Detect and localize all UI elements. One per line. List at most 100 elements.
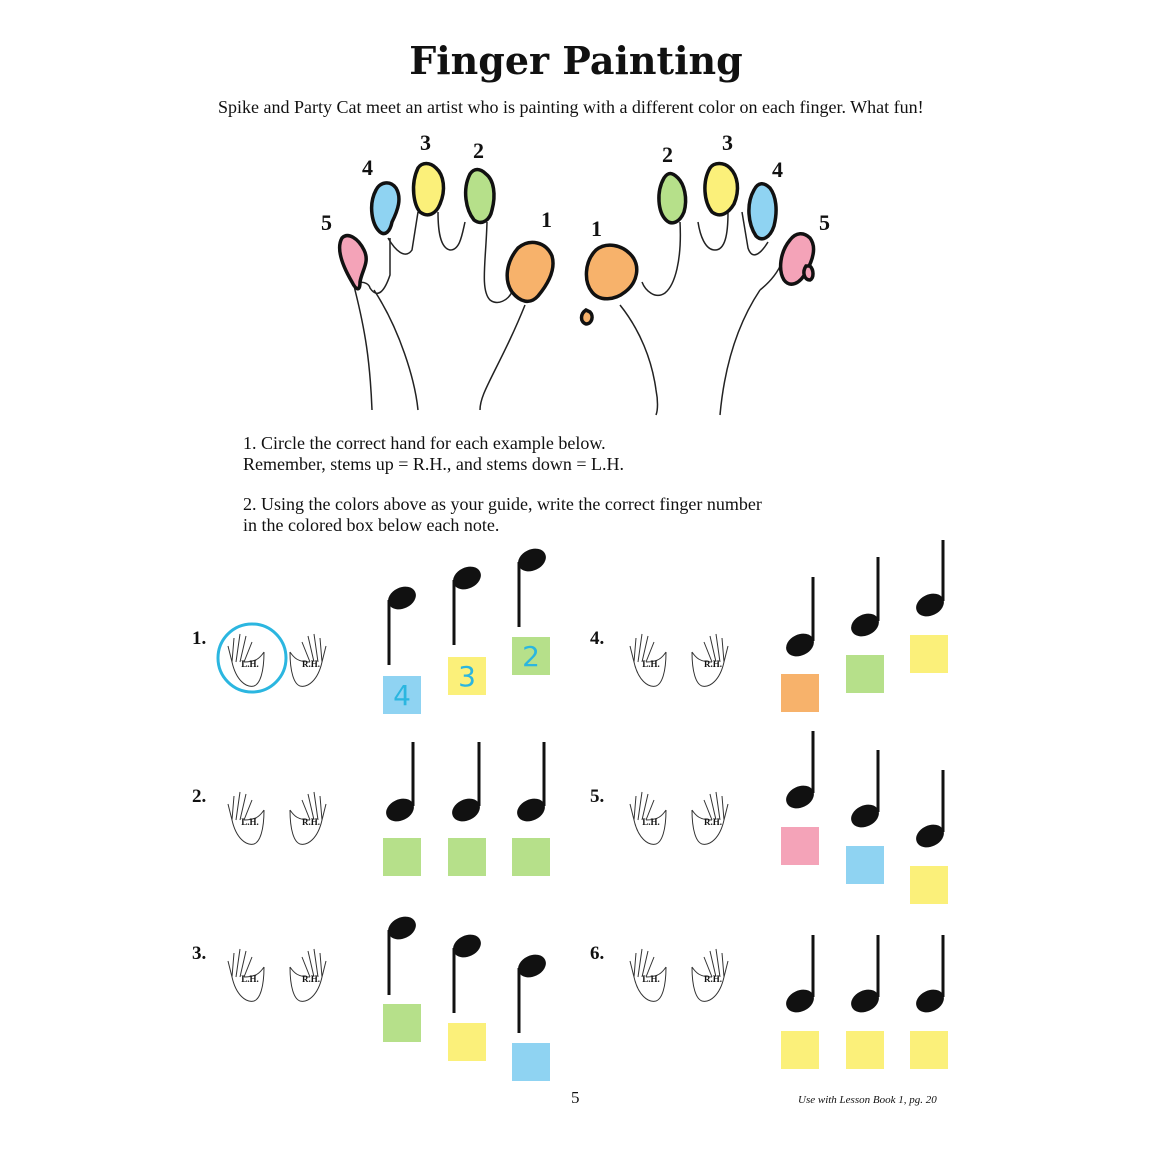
hand-icon-rh-3: [289, 948, 327, 1002]
paint-blob-l4: [369, 181, 401, 236]
left-hand-drawing: [353, 211, 526, 411]
note-6a: [786, 935, 815, 1013]
exercise-label-2: 2.: [192, 786, 207, 807]
note-4a: [786, 577, 815, 657]
note-4b: [851, 557, 880, 637]
hand-label-rh-5[interactable]: R.H.: [704, 817, 722, 827]
note-3a: [387, 916, 416, 995]
finger-number-r4: 4: [772, 157, 783, 182]
answer-box-1b[interactable]: 3: [448, 657, 486, 695]
hand-icon-rh-1: [289, 633, 327, 687]
intro-text: Spike and Party Cat meet an artist who i…: [218, 97, 924, 117]
answer-box-4a[interactable]: [781, 674, 819, 712]
hand-label-lh-3[interactable]: L.H.: [241, 974, 259, 984]
hand-icon-lh-4: [629, 633, 667, 687]
hand-icon-rh-2: [289, 791, 327, 845]
answer-box-5a[interactable]: [781, 827, 819, 865]
finger-number-l4: 4: [362, 155, 373, 180]
note-6c: [916, 935, 945, 1013]
hand-icon-lh-3: [227, 948, 265, 1002]
paint-blob-r3: [703, 161, 740, 217]
paint-blob-l3: [411, 161, 446, 217]
hand-label-lh-1[interactable]: L.H.: [241, 659, 259, 669]
footer-reference: Use with Lesson Book 1, pg. 20: [798, 1094, 937, 1106]
finger-number-r2: 2: [662, 142, 673, 167]
note-1a: [387, 586, 416, 665]
answer-box-2c[interactable]: [512, 838, 550, 876]
instruction-1-line-2: Remember, stems up = R.H., and stems dow…: [243, 454, 625, 474]
answer-box-2a[interactable]: [383, 838, 421, 876]
finger-number-r5: 5: [819, 210, 830, 235]
answer-box-2b[interactable]: [448, 838, 486, 876]
hand-icon-lh-6: [629, 948, 667, 1002]
note-6b: [851, 935, 880, 1013]
note-3b: [452, 934, 481, 1013]
hand-label-lh-2[interactable]: L.H.: [241, 817, 259, 827]
right-paint-blobs: [579, 161, 816, 326]
hand-icon-rh-5: [691, 791, 729, 845]
hand-label-lh-4[interactable]: L.H.: [642, 659, 660, 669]
exercise-label-1: 1.: [192, 628, 207, 649]
paint-blob-r1: [584, 243, 639, 301]
finger-number-r1: 1: [591, 216, 602, 241]
answer-box-5c[interactable]: [910, 866, 948, 904]
note-2c: [517, 742, 546, 822]
instruction-1-line-1: 1. Circle the correct hand for each exam…: [243, 433, 606, 453]
note-3c: [517, 954, 546, 1033]
paint-blob-l2: [463, 167, 496, 225]
right-hand-drawing: [619, 211, 783, 416]
answer-box-1a[interactable]: 4: [383, 676, 421, 714]
exercise-label-6: 6.: [590, 943, 605, 964]
finger-number-l3: 3: [420, 130, 431, 155]
answer-box-5b[interactable]: [846, 846, 884, 884]
note-5c: [916, 770, 945, 848]
paint-drip-r1: [579, 307, 594, 326]
finger-number-r3: 3: [722, 130, 733, 155]
note-2b: [452, 742, 481, 822]
note-1b: [452, 566, 481, 645]
finger-number-l5: 5: [321, 210, 332, 235]
hand-label-rh-2[interactable]: R.H.: [302, 817, 320, 827]
exercise-label-3: 3.: [192, 943, 207, 964]
hand-icons: [227, 633, 729, 1002]
note-4c: [916, 540, 945, 617]
left-paint-blobs: [337, 161, 555, 304]
answer-circle-1: [216, 622, 288, 694]
hand-icon-lh-5: [629, 791, 667, 845]
instruction-2-line-2: in the colored box below each note.: [243, 515, 500, 535]
answer-box-3b[interactable]: [448, 1023, 486, 1061]
paint-blob-r2: [657, 171, 688, 225]
answer-box-3c[interactable]: [512, 1043, 550, 1081]
answer-box-6b[interactable]: [846, 1031, 884, 1069]
answer-box-6a[interactable]: [781, 1031, 819, 1069]
answer-box-6c[interactable]: [910, 1031, 948, 1069]
note-5b: [851, 750, 880, 828]
finger-number-l1: 1: [541, 207, 552, 232]
hand-label-rh-1[interactable]: R.H.: [302, 659, 320, 669]
answer-box-1c[interactable]: 2: [512, 637, 550, 675]
answer-box-4b[interactable]: [846, 655, 884, 693]
instruction-2-line-1: 2. Using the colors above as your guide,…: [243, 494, 762, 514]
hand-icon-lh-1: [227, 633, 265, 687]
note-5a: [786, 731, 815, 809]
paint-blob-r4: [747, 182, 778, 241]
paint-drip-r5: [802, 264, 815, 282]
exercise-label-5: 5.: [590, 786, 605, 807]
note-1c: [517, 548, 546, 627]
exercise-label-4: 4.: [590, 628, 605, 649]
hand-icon-rh-4: [691, 633, 729, 687]
hand-label-rh-4[interactable]: R.H.: [704, 659, 722, 669]
hand-label-lh-5[interactable]: L.H.: [642, 817, 660, 827]
hand-label-rh-6[interactable]: R.H.: [704, 974, 722, 984]
page-title: Finger Painting: [409, 38, 743, 83]
music-notes: [386, 540, 945, 1033]
finger-number-l2: 2: [473, 138, 484, 163]
answer-box-3a[interactable]: [383, 1004, 421, 1042]
page-number: 5: [571, 1088, 580, 1107]
answer-box-4c[interactable]: [910, 635, 948, 673]
hand-label-rh-3[interactable]: R.H.: [302, 974, 320, 984]
hand-label-lh-6[interactable]: L.H.: [642, 974, 660, 984]
note-2a: [386, 742, 415, 822]
paint-blob-l1: [505, 240, 555, 304]
